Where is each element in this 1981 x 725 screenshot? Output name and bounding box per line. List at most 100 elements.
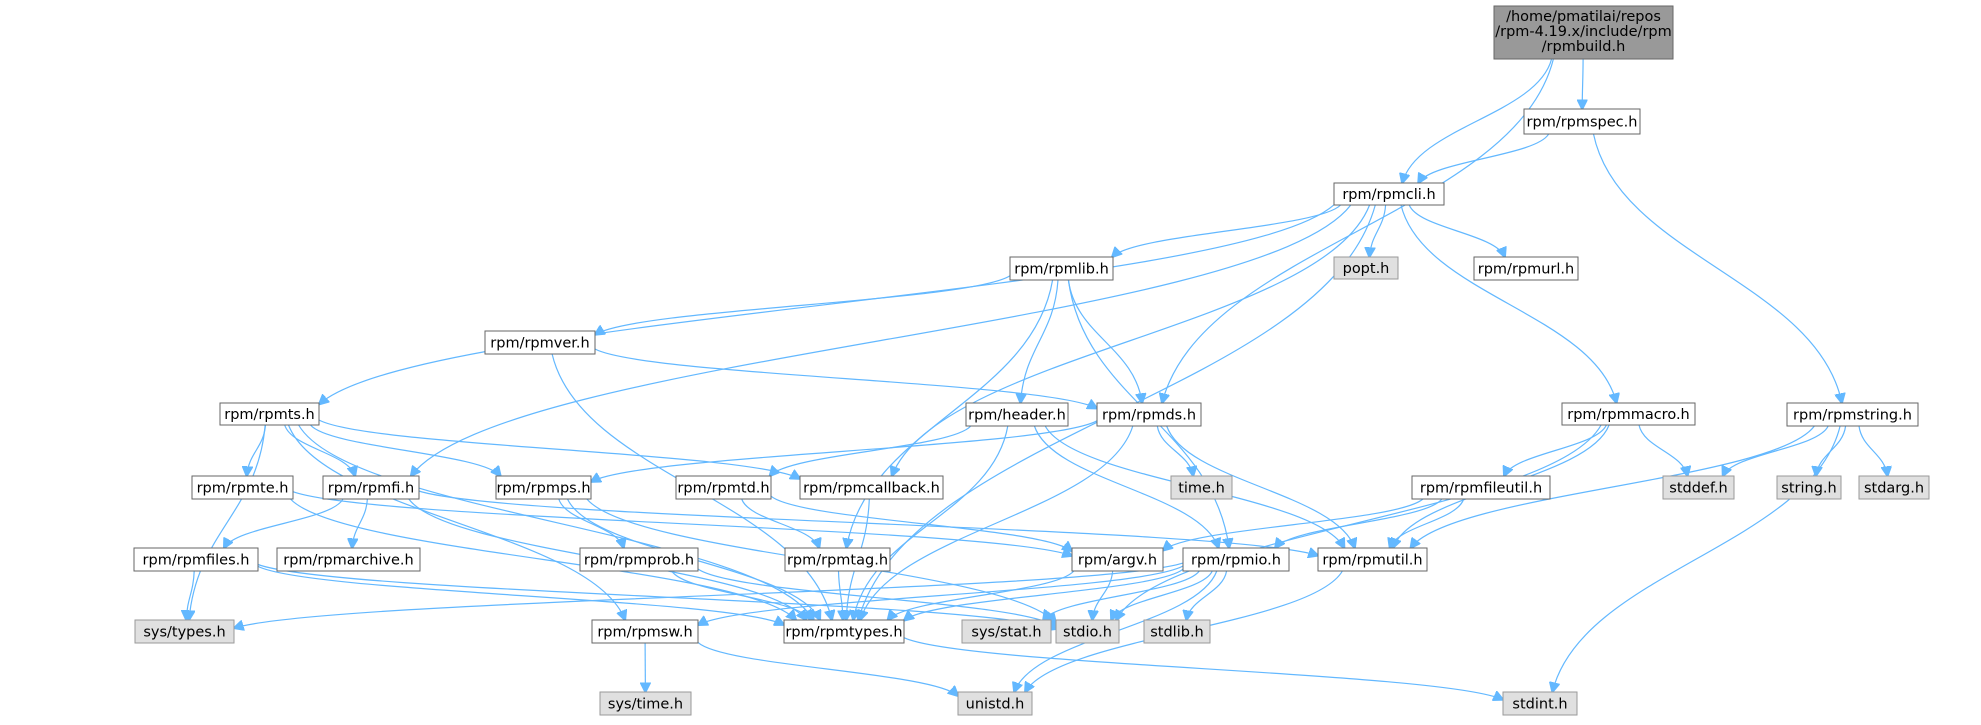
edge-rpmps-to-rpmprob: [558, 498, 624, 548]
graph-node-systypes[interactable]: sys/types.h: [134, 619, 235, 644]
node-box: [965, 402, 1069, 427]
edge-rpmfi-to-rpmarchive: [352, 498, 368, 548]
graph-node-rpmarchive[interactable]: rpm/rpmarchive.h: [276, 547, 421, 572]
node-box: [599, 691, 692, 716]
graph-node-rpmutil[interactable]: rpm/rpmutil.h: [1317, 547, 1428, 572]
graph-node-root[interactable]: /home/pmatilai/repos/rpm-4.19.x/include/…: [1493, 5, 1674, 60]
graph-node-rpmcallback[interactable]: rpm/rpmcallback.h: [799, 475, 944, 500]
edge-rpmcli-to-popt: [1369, 204, 1387, 257]
node-box: [1071, 547, 1164, 572]
graph-node-rpmurl[interactable]: rpm/rpmurl.h: [1473, 256, 1579, 281]
graph-node-systime[interactable]: sys/time.h: [599, 691, 692, 716]
graph-node-header[interactable]: rpm/header.h: [965, 402, 1069, 427]
node-label: rpm/header.h: [968, 408, 1066, 424]
node-box: [133, 547, 259, 572]
graph-node-rpmfileutil[interactable]: rpm/rpmfileutil.h: [1411, 475, 1551, 500]
edge-rpmio-to-stdio: [1111, 570, 1213, 620]
edge-rpmfileutil-to-rpmio: [1275, 498, 1443, 548]
node-label: rpm/rpmcallback.h: [803, 481, 940, 497]
graph-node-rpmio[interactable]: rpm/rpmio.h: [1182, 547, 1290, 572]
edge-rpmcli-to-rpmlib: [1112, 204, 1342, 257]
edge-rpmstring-to-stdint: [1552, 425, 1841, 692]
graph-node-stdarg[interactable]: stdarg.h: [1858, 475, 1930, 500]
graph-node-rpmver[interactable]: rpm/rpmver.h: [484, 330, 596, 355]
edge-rpmds-to-timeh: [1156, 425, 1193, 476]
graph-node-rpmprob[interactable]: rpm/rpmprob.h: [579, 547, 699, 572]
edge-rpmio-to-rpmsw: [698, 565, 1184, 625]
graph-node-rpmtag[interactable]: rpm/rpmtag.h: [784, 547, 891, 572]
node-box: [1502, 691, 1578, 716]
node-label: rpm/rpmver.h: [490, 336, 589, 352]
node-label: stdarg.h: [1864, 481, 1924, 497]
graph-node-stringh[interactable]: string.h: [1776, 475, 1842, 500]
node-label: sys/stat.h: [971, 625, 1041, 641]
node-label: stddef.h: [1669, 481, 1727, 497]
edge-rpmspec-to-rpmstring: [1592, 133, 1842, 403]
node-label: string.h: [1781, 481, 1836, 497]
node-label: rpm/rpmtypes.h: [785, 625, 902, 641]
edge-rpmlib-to-header: [1021, 279, 1059, 403]
node-box: [784, 547, 891, 572]
graph-node-rpmfiles[interactable]: rpm/rpmfiles.h: [133, 547, 259, 572]
node-label: sys/types.h: [143, 625, 225, 641]
node-label: stdint.h: [1512, 697, 1567, 713]
node-box: [1009, 256, 1114, 281]
graph-node-rpmlib[interactable]: rpm/rpmlib.h: [1009, 256, 1114, 281]
edge-rpmstring-to-rpmutil: [1411, 425, 1815, 548]
graph-node-popt[interactable]: popt.h: [1333, 256, 1399, 280]
edge-rpmte-to-rpmargv: [292, 491, 1072, 556]
graph-node-rpmmacro[interactable]: rpm/rpmmacro.h: [1561, 402, 1696, 426]
graph-node-rpmsw[interactable]: rpm/rpmsw.h: [591, 619, 699, 644]
edge-rpmio-to-sysstat: [1043, 570, 1200, 620]
graph-node-stdint[interactable]: stdint.h: [1502, 691, 1578, 716]
node-box: [276, 547, 421, 572]
graph-node-rpmcli[interactable]: rpm/rpmcli.h: [1333, 182, 1445, 206]
node-box: [219, 402, 320, 426]
edge-rpmcli-to-rpmmacro: [1400, 204, 1617, 403]
edge-rpmts-to-rpmps: [310, 424, 501, 476]
node-box: [675, 475, 772, 500]
edge-rpmts-to-rpmfi: [284, 424, 355, 476]
node-box: [961, 619, 1052, 644]
graph-node-rpmspec[interactable]: rpm/rpmspec.h: [1523, 108, 1641, 135]
node-box: [495, 475, 592, 500]
node-box: [1493, 5, 1674, 60]
node-box: [1055, 619, 1120, 644]
node-label: rpm/rpmcli.h: [1342, 187, 1435, 203]
node-label: rpm/rpmutil.h: [1322, 553, 1422, 569]
node-box: [1473, 256, 1579, 281]
edge-header-to-rpmio: [1033, 425, 1218, 548]
graph-node-stddef[interactable]: stddef.h: [1662, 475, 1735, 500]
graph-node-rpmps[interactable]: rpm/rpmps.h: [495, 475, 592, 500]
edge-rpmsw-to-unistd: [697, 641, 958, 696]
graph-node-rpmts[interactable]: rpm/rpmts.h: [219, 402, 320, 426]
graph-node-rpmds[interactable]: rpm/rpmds.h: [1096, 402, 1202, 427]
edge-rpmstring-to-stddef: [1723, 425, 1829, 476]
graph-node-stdlib[interactable]: stdlib.h: [1143, 619, 1211, 644]
edge-rpmcli-to-rpmurl: [1408, 204, 1505, 257]
edge-rpmts-to-rpmsw: [287, 424, 626, 620]
graph-node-timeh[interactable]: time.h: [1170, 475, 1233, 500]
graph-node-rpmfi[interactable]: rpm/rpmfi.h: [322, 475, 420, 500]
graph-node-rpmte[interactable]: rpm/rpmte.h: [191, 475, 294, 500]
node-label: rpm/rpmts.h: [224, 407, 315, 423]
edge-rpmver-to-rpmds: [594, 348, 1097, 408]
graph-node-stdio[interactable]: stdio.h: [1055, 619, 1120, 644]
graph-node-rpmtypes[interactable]: rpm/rpmtypes.h: [783, 619, 905, 644]
node-box: [1858, 475, 1930, 500]
edge-rpmlib-to-rpmver: [595, 275, 1011, 335]
graph-node-rpmstring[interactable]: rpm/rpmstring.h: [1786, 402, 1919, 427]
node-box: [1776, 475, 1842, 500]
edge-rpmfiles-to-stdio: [257, 563, 1056, 630]
node-label: rpm/argv.h: [1078, 553, 1157, 569]
graph-node-unistd[interactable]: unistd.h: [957, 691, 1033, 716]
edge-rpmtag-to-rpmtypes: [839, 570, 844, 620]
edge-rpmtypes-to-stdint: [903, 637, 1503, 700]
edge-rpmcli-to-rpmts: [319, 204, 1335, 404]
edge-rpmfileutil-to-rpmutil: [1390, 498, 1465, 548]
node-box: [1523, 108, 1641, 135]
graph-node-sysstat[interactable]: sys/stat.h: [961, 619, 1052, 644]
graph-node-rpmtd[interactable]: rpm/rpmtd.h: [675, 475, 772, 500]
graph-node-rpmargv[interactable]: rpm/argv.h: [1071, 547, 1164, 572]
